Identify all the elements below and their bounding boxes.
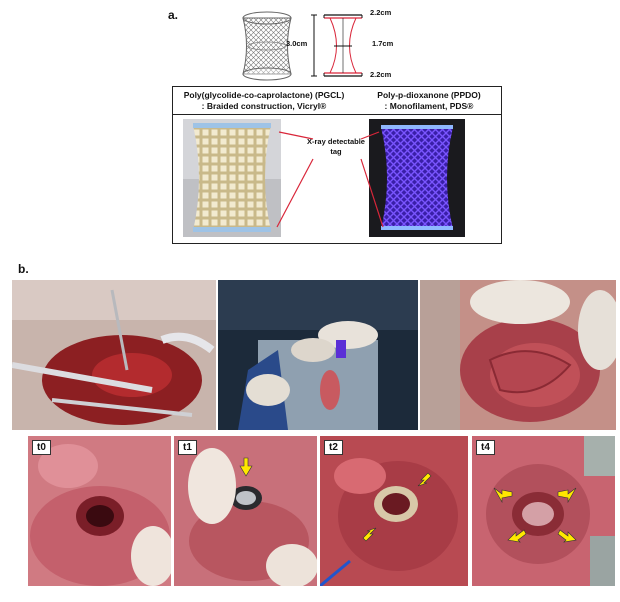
materials-header: Poly(glycolide-co-caprolactone) (PGCL) :…	[173, 87, 501, 115]
ppdo-title-line2: : Monofilament, PDS®	[384, 101, 474, 111]
dim-total: 3.0cm	[286, 39, 308, 48]
pgcl-title: Poly(glycolide-co-caprolactone) (PGCL) :…	[179, 90, 349, 112]
xray-tag-label: X-ray detectable tag	[307, 137, 365, 156]
dim-top: 2.2cm	[370, 8, 392, 17]
ppdo-title-line1: Poly-p-dioxanone (PPDO)	[377, 90, 481, 100]
time-photo-t4-image	[472, 436, 615, 586]
time-label-t0: t0	[32, 440, 51, 455]
tag-pointer-lines	[276, 131, 384, 228]
dimension-schematic	[311, 14, 363, 77]
ppdo-title: Poly-p-dioxanone (PPDO) : Monofilament, …	[359, 90, 499, 112]
time-photo-t1-image	[174, 436, 317, 586]
dim-middle: 1.7cm	[372, 39, 394, 48]
time-photo-t4: t4	[472, 436, 615, 586]
surgery-photo-1	[12, 280, 216, 430]
panel-a-label: a.	[168, 8, 179, 22]
dim-bottom: 2.2cm	[370, 70, 392, 79]
surgery-photo-2	[218, 280, 418, 430]
time-label-t2: t2	[324, 440, 343, 455]
pgcl-title-line2: : Braided construction, Vicryl®	[201, 101, 327, 111]
time-photo-t0: t0	[28, 436, 171, 586]
materials-box: Poly(glycolide-co-caprolactone) (PGCL) :…	[172, 86, 502, 244]
ppdo-stent-photo	[369, 119, 465, 237]
time-photo-t1: t1	[174, 436, 317, 586]
panel-b-label: b.	[18, 262, 29, 276]
time-label-t1: t1	[178, 440, 197, 455]
time-photo-t2-image	[320, 436, 468, 586]
time-photo-t2: t2	[320, 436, 468, 586]
time-photo-t0-image	[28, 436, 171, 586]
stent-wireframe-illustration	[242, 11, 292, 81]
time-label-t4: t4	[476, 440, 495, 455]
pgcl-stent-photo	[183, 119, 281, 237]
surgery-photo-3	[420, 280, 616, 430]
pgcl-title-line1: Poly(glycolide-co-caprolactone) (PGCL)	[183, 90, 345, 100]
